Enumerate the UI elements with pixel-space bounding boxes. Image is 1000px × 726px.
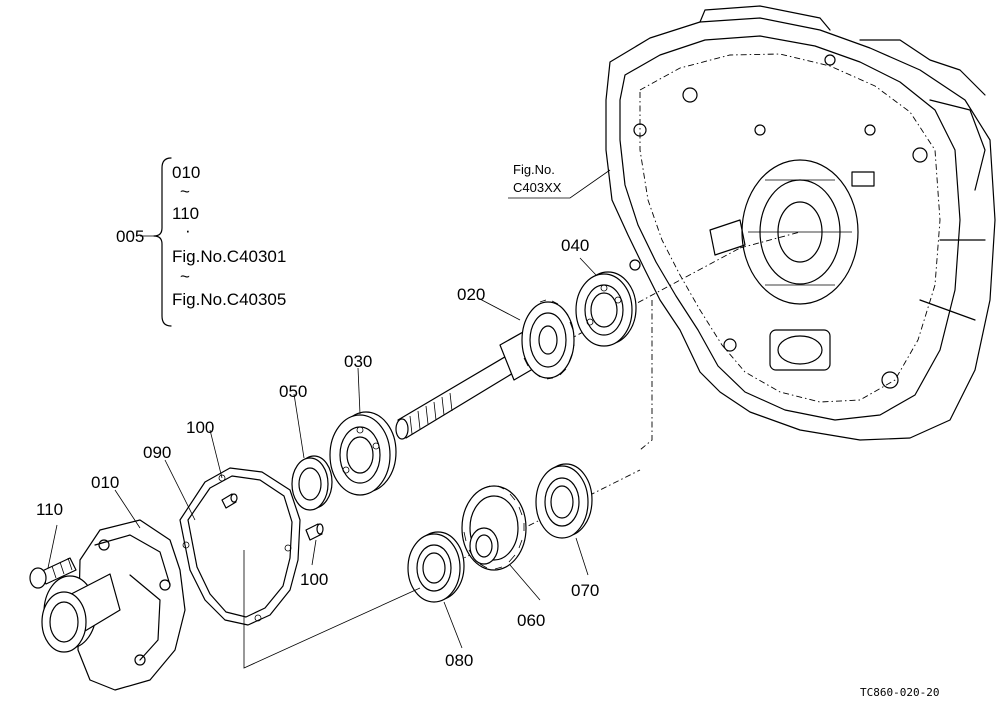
fig-range-start: Fig.No.C40301 (172, 247, 286, 266)
label-010: 010 (91, 473, 119, 492)
reference-line-bottom (243, 550, 421, 669)
part-110-bolt (29, 557, 77, 589)
part-020-shaft (395, 299, 575, 440)
fig-ref-line1: Fig.No. (513, 162, 555, 177)
fig-ref-line2: C403XX (513, 180, 562, 195)
label-100-top: 100 (186, 418, 214, 437)
callout-005: 005 (116, 227, 144, 246)
part-030-bearing (329, 411, 397, 496)
part-080-bearing (407, 531, 465, 603)
range-start: 010 (172, 163, 200, 182)
part-100-pins (221, 493, 324, 541)
label-060: 060 (517, 611, 545, 630)
label-100-bottom: 100 (300, 570, 328, 589)
range-tilde-1: ~ (180, 182, 190, 201)
label-030: 030 (344, 352, 372, 371)
fig-ref-callout: Fig.No. C403XX (508, 162, 611, 199)
transmission-housing (605, 5, 996, 441)
label-080: 080 (445, 651, 473, 670)
part-070-bearing (535, 463, 593, 539)
label-040: 040 (561, 236, 589, 255)
leader-lines (47, 257, 597, 649)
range-tilde-2: ~ (180, 267, 190, 286)
label-110: 110 (36, 500, 63, 519)
part-090-gasket (179, 467, 301, 626)
assembly-range-callout: 005 010 ~ 110 · Fig.No.C40301 ~ Fig.No.C… (116, 157, 286, 327)
drawing-code: TC860-020-20 (860, 686, 939, 699)
part-050-seal (291, 455, 333, 511)
part-040-bearing (575, 271, 637, 347)
range-end: 110 (172, 204, 199, 223)
reference-line-right (639, 300, 653, 451)
fig-range-end: Fig.No.C40305 (172, 290, 286, 309)
label-090: 090 (143, 443, 171, 462)
label-020: 020 (457, 285, 485, 304)
part-060-gear (461, 485, 527, 571)
range-dot: · (185, 221, 191, 240)
label-070: 070 (571, 581, 599, 600)
part-010-cover (41, 519, 186, 691)
label-050: 050 (279, 382, 307, 401)
